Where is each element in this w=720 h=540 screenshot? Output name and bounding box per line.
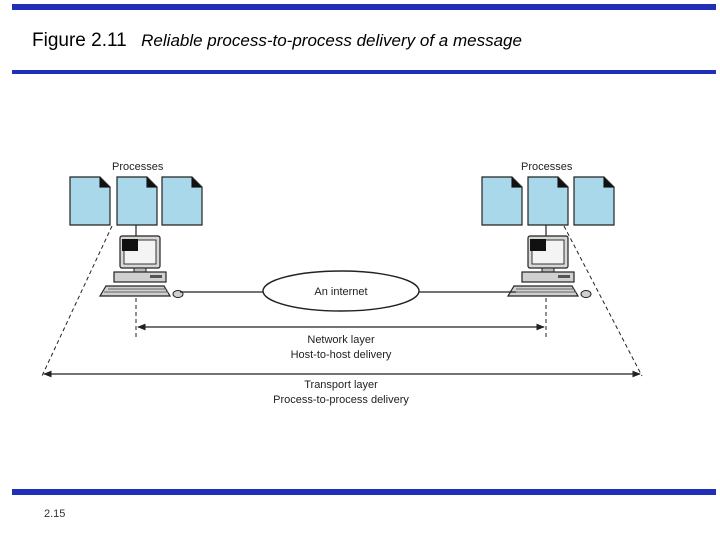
network-layer-sublabel: Host-to-host delivery: [291, 349, 392, 361]
page-number: 2.15: [44, 508, 66, 520]
figure-number: Figure 2.11: [32, 30, 127, 51]
right-process-document-icon: [481, 176, 523, 226]
right-processes-label: Processes: [521, 161, 573, 173]
figure-title: Figure 2.11 Reliable process-to-process …: [32, 30, 522, 52]
left-process-document-icon: [69, 176, 111, 226]
transport-layer-sublabel: Process-to-process delivery: [273, 394, 409, 406]
bottom-accent-bar: [12, 489, 716, 495]
right-host-computer-icon: [507, 235, 592, 299]
transport-layer-right-boundary: [563, 225, 643, 377]
top-accent-bar: [12, 4, 716, 10]
left-processes-label: Processes: [112, 161, 164, 173]
right-process-document-icon: [527, 176, 569, 226]
internet-cloud: [262, 270, 420, 312]
right-process-document-icon: [573, 176, 615, 226]
transport-layer-label: Transport layer: [304, 379, 378, 391]
transport-layer-left-boundary: [41, 225, 113, 377]
title-divider-bar: [12, 70, 716, 74]
left-host-computer-icon: [99, 235, 184, 299]
left-process-document-icon: [161, 176, 203, 226]
figure-caption: Reliable process-to-process delivery of …: [141, 31, 522, 50]
network-layer-label: Network layer: [307, 334, 375, 346]
internet-cloud-label: An internet: [314, 286, 367, 298]
left-process-document-icon: [116, 176, 158, 226]
